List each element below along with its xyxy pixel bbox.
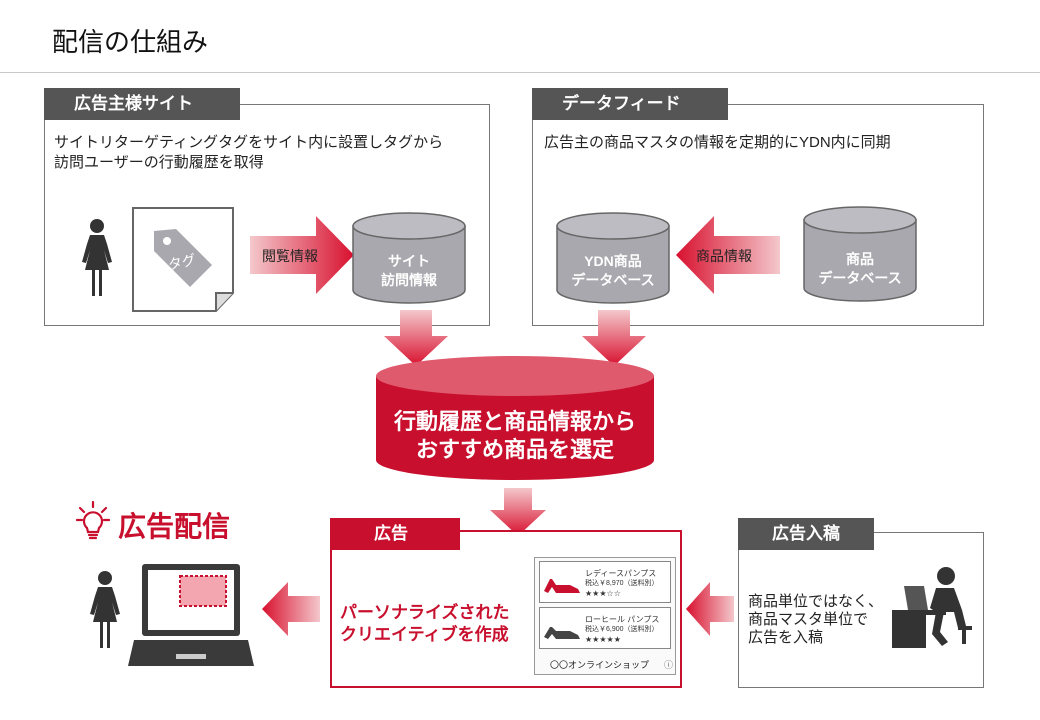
product-2-price: 税込￥6,900（送料別） bbox=[585, 626, 659, 633]
product-db-label-line1: 商品 bbox=[846, 251, 874, 267]
site-db-label-line2: 訪問情報 bbox=[381, 272, 437, 288]
submission-line2: 商品マスタ単位で bbox=[748, 611, 869, 628]
ad-info-icon: ⓘ bbox=[664, 660, 674, 670]
ad-tab: 広告 bbox=[330, 518, 460, 550]
product-2-rating: ★★★★★ bbox=[585, 635, 621, 644]
arrow-icon bbox=[676, 216, 780, 294]
ad-submission-tab: 広告入稿 bbox=[738, 518, 874, 550]
site-db-label-line1: サイト bbox=[388, 253, 430, 269]
data-feed-description: 広告主の商品マスタの情報を定期的にYDN内に同期 bbox=[544, 134, 891, 151]
arrow-icon bbox=[686, 582, 734, 636]
laptop-icon bbox=[128, 564, 254, 666]
advertiser-site-description-line2: 訪問ユーザーの行動履歴を取得 bbox=[54, 154, 264, 171]
submission-line3: 広告を入稿 bbox=[748, 629, 824, 646]
browsing-info-label: 閲覧情報 bbox=[262, 248, 318, 264]
arrow-icon bbox=[262, 582, 320, 636]
arrow-icon bbox=[384, 310, 448, 366]
product-1-name: レディースパンプス bbox=[585, 569, 657, 578]
lightbulb-icon bbox=[76, 500, 110, 540]
ydn-db-label-line2: データベース bbox=[571, 272, 655, 288]
arrow-icon bbox=[250, 216, 354, 294]
title-divider bbox=[0, 72, 1040, 73]
central-text-line1: 行動履歴と商品情報から bbox=[393, 409, 636, 434]
data-feed-tab: データフィード bbox=[532, 88, 728, 120]
person-icon bbox=[82, 219, 112, 296]
product-1-rating: ★★★☆☆ bbox=[585, 589, 621, 598]
advertiser-site-description-line1: サイトリターゲティングタグをサイト内に設置しタグから bbox=[54, 134, 444, 151]
ad-headline-line2: クリエイティブを作成 bbox=[340, 625, 509, 644]
database-icon bbox=[803, 206, 917, 302]
database-icon bbox=[352, 212, 466, 304]
advertiser-site-tab: 広告主様サイト bbox=[44, 88, 240, 120]
product-2-name: ローヒール パンプス bbox=[585, 615, 660, 624]
database-icon bbox=[556, 212, 670, 304]
product-item-1 bbox=[539, 561, 671, 603]
pump-shoe-icon bbox=[544, 627, 580, 639]
product-info-label: 商品情報 bbox=[696, 248, 752, 264]
tag-icon bbox=[154, 229, 212, 287]
ad-headline-line1: パーソナライズされた bbox=[340, 603, 510, 622]
pump-shoe-icon bbox=[544, 579, 580, 593]
ydn-db-label-line1: YDN商品 bbox=[584, 253, 642, 269]
arrow-icon bbox=[582, 310, 646, 366]
product-item-2 bbox=[539, 607, 671, 649]
central-text-line2: おすすめ商品を選定 bbox=[415, 437, 614, 462]
recommendation-engine-cylinder bbox=[376, 356, 654, 480]
delivery-label: 広告配信 bbox=[118, 511, 231, 542]
shop-name: 〇〇オンラインショップ bbox=[550, 660, 650, 670]
person-icon bbox=[90, 571, 120, 648]
product-1-price: 税込￥8,970（送料別） bbox=[585, 580, 659, 587]
submission-line1: 商品単位ではなく、 bbox=[748, 593, 884, 610]
arrow-icon bbox=[490, 488, 546, 536]
product-db-label-line2: データベース bbox=[818, 270, 902, 286]
office-worker-icon bbox=[892, 567, 972, 648]
page-title: 配信の仕組み bbox=[52, 27, 209, 57]
